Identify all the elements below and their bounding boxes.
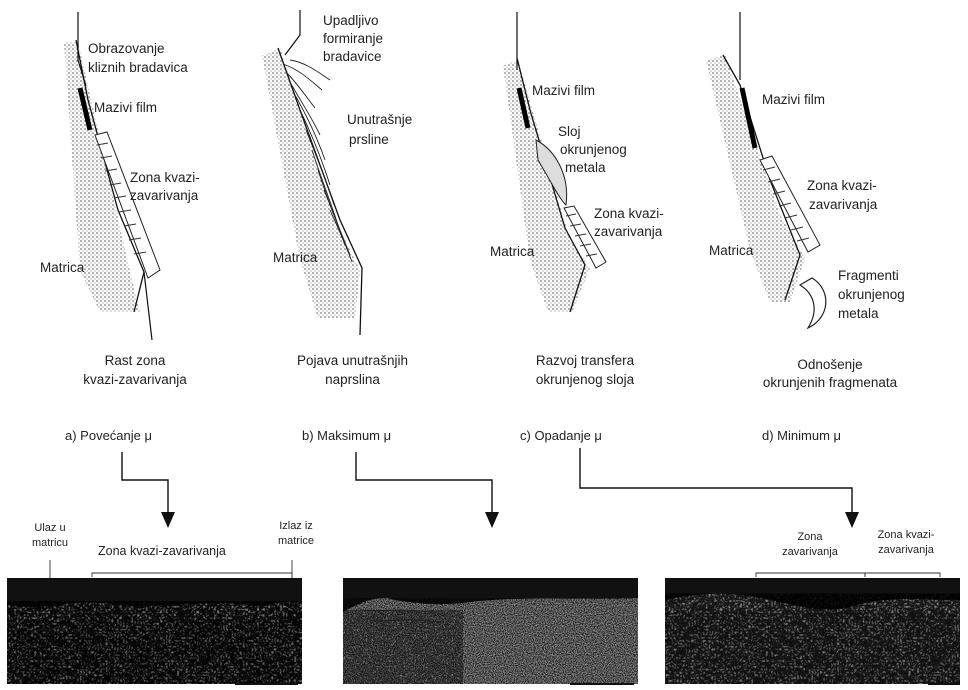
micrograph-1-exit-1: Izlaz iz — [268, 520, 324, 533]
arrow-b-to-micrograph-2 — [356, 452, 492, 512]
micrograph-3-annotations — [756, 573, 940, 577]
panel-b-label-top-3: bradavice — [323, 49, 382, 65]
micrograph-3 — [665, 578, 960, 684]
panel-d-sketch — [706, 12, 826, 328]
panel-b-label-cracks-2: prsline — [349, 132, 389, 148]
panel-a-label-film: Mazivi film — [94, 100, 157, 116]
quasi-zone-bracket — [92, 573, 292, 577]
panel-c-stage-1: Razvoj transfera — [505, 353, 665, 369]
panel-a-stage-2: kvazi-zavarivanja — [55, 372, 215, 388]
micrograph-3-weld-2: zavarivanja — [772, 546, 848, 559]
panel-a-stage-1: Rast zona — [55, 353, 215, 369]
panel-c-caption: c) Opadanje μ — [520, 428, 602, 444]
panel-a-label-matrix: Matrica — [40, 260, 84, 276]
panel-b-stage-2: naprslina — [265, 372, 440, 388]
micrograph-1-entry-1: Ulaz u — [25, 522, 75, 535]
panel-c-label-film: Mazivi film — [532, 83, 595, 99]
panel-d-label-film: Mazivi film — [762, 92, 825, 108]
panel-a-lower-line — [144, 272, 152, 340]
panel-b-caption: b) Maksimum μ — [302, 428, 391, 444]
panel-b-label-top-2: formiranje — [323, 31, 383, 47]
panel-c-label-layer-3: metala — [565, 160, 606, 176]
micrograph-3-weld-1: Zona — [782, 531, 838, 544]
panel-d-stage-2: okrunjenih fragmenata — [740, 375, 920, 391]
panel-d-label-zone-1: Zona kvazi- — [807, 178, 877, 194]
panel-b-label-top-1: Upadljivo — [323, 13, 379, 29]
panel-d-stage-1: Odnošenje — [740, 357, 920, 373]
micrograph-3-quasi-1: Zona kvazi- — [866, 529, 946, 542]
arrow-a-to-micrograph-1 — [122, 452, 168, 512]
panel-a-label-zone-1: Zona kvazi- — [130, 170, 200, 186]
panel-b-workpiece-line — [285, 10, 300, 55]
panel-c-stage-2: okrunjenog sloja — [505, 372, 665, 388]
arrow-c-to-micrograph-3 — [580, 448, 852, 512]
panel-d-label-zone-2: zavarivanja — [809, 197, 877, 213]
micrograph-1-zone: Zona kvazi-zavarivanja — [98, 543, 226, 559]
panel-a-label-top-1: Obrazovanje — [88, 41, 165, 57]
panel-d-label-fragments-3: metala — [838, 306, 879, 322]
panel-c-label-matrix: Matrica — [490, 244, 534, 260]
panel-d-label-fragments-2: okrunjenog — [838, 287, 905, 303]
flow-arrows — [122, 448, 852, 512]
panel-c-label-layer-1: Sloj — [558, 124, 581, 140]
panel-d-label-fragments-1: Fragmenti — [838, 268, 899, 284]
micrograph-2 — [343, 578, 638, 684]
panel-b-matrix-body — [262, 48, 360, 318]
panel-c-label-layer-2: okrunjenog — [560, 142, 627, 158]
panel-c-label-zone-1: Zona kvazi- — [594, 206, 664, 222]
arrowheads — [161, 512, 859, 528]
panel-c-label-zone-2: zavarivanja — [594, 224, 662, 240]
panel-b-label-cracks-1: Unutrašnje — [347, 112, 412, 128]
micrograph-1 — [7, 578, 302, 684]
panel-a-caption: a) Povećanje μ — [65, 428, 152, 444]
panel-a-label-zone-2: zavarivanja — [130, 188, 198, 204]
panel-b-stage-1: Pojava unutrašnjih — [265, 353, 440, 369]
micrograph-1-annotations — [50, 560, 292, 578]
panel-d-fragment — [800, 278, 826, 328]
panel-b-label-matrix: Matrica — [273, 250, 317, 266]
micrograph-1-exit-2: matrice — [268, 535, 324, 548]
panel-d-label-matrix: Matrica — [709, 243, 753, 259]
panel-a-label-top-2: kliznih bradavica — [88, 60, 188, 76]
micrograph-3-quasi-2: zavarivanja — [866, 544, 946, 557]
panel-d-caption: d) Minimum μ — [762, 428, 841, 444]
micrograph-1-entry-2: matricu — [25, 537, 75, 550]
